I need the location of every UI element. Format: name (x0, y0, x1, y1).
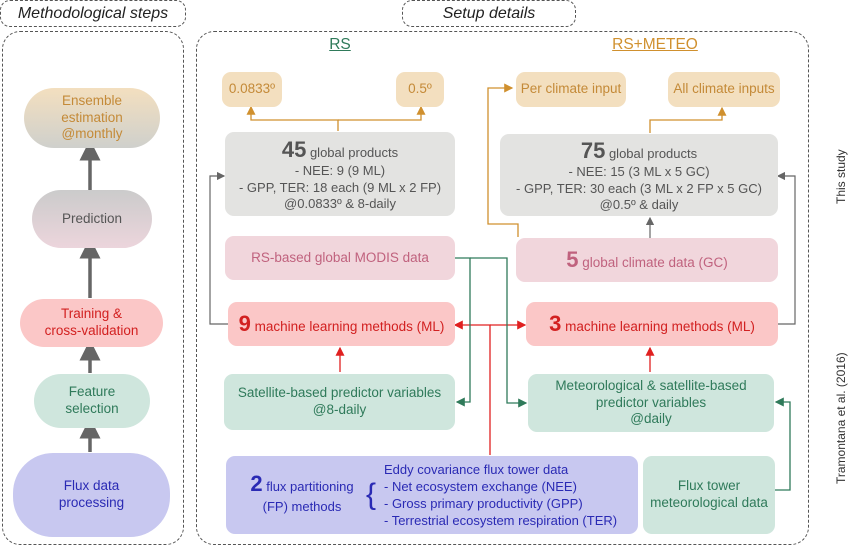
rs-products-line-1: - NEE: 9 (9 ML) (294, 163, 386, 179)
meteo-output-arrows (487, 83, 727, 237)
meteo-products-line-3: @0.5º & daily (599, 196, 679, 212)
feature-line-2: selection (65, 401, 119, 416)
prediction-label: Prediction (61, 210, 123, 226)
rs-column-title: RS (329, 36, 351, 53)
setup-details-header: Setup details (402, 0, 576, 27)
climate-label: global climate data (GC) (578, 255, 728, 271)
flux-met-line-1: Flux tower (677, 478, 741, 494)
rs-predictors-line-2: @8-daily (312, 402, 367, 417)
meteo-predictors-line-1: Meteorological & satellite-based (555, 377, 747, 393)
flux-step-line-1: Flux data (63, 478, 120, 494)
fp-brace: { (366, 478, 377, 511)
per-climate-input-box: Per climate input (516, 72, 626, 107)
meteo-products-heading: 75 global products (581, 137, 697, 165)
flux-met-line-2: meteorological data (650, 495, 768, 510)
training-line-1: Training & (60, 306, 123, 322)
ec-item-ter: - Terrestrial ecosystem respiration (TER… (384, 513, 618, 529)
training-line-2: cross-validation (44, 323, 139, 338)
rs-products-line-2: - GPP, TER: 18 each (9 ML x 2 FP) (238, 179, 442, 195)
meteo-predictors-line-3: @daily (630, 411, 672, 427)
ensemble-line-2: estimation (61, 109, 123, 125)
ec-block: Eddy covariance flux tower data - Net ec… (384, 461, 634, 530)
ensemble-line-3: @monthly (61, 126, 123, 142)
meteo-predictor-variables-box: Meteorological & satellite-based predict… (528, 374, 774, 432)
rs-modis-data-box: RS-based global MODIS data (225, 236, 455, 280)
flux-tower-meteo-box: Flux tower meteorological data (643, 456, 775, 534)
rs-products-label: global products (306, 144, 399, 160)
ensemble-line-1: Ensemble (61, 92, 123, 108)
ec-item-nee: - Net ecosystem exchange (NEE) (384, 479, 577, 495)
rs-ml-count: 9 (238, 311, 251, 337)
rs-products-heading: 45 global products (282, 136, 398, 164)
green-arrows (455, 257, 791, 491)
ml-to-products-arrows (209, 171, 796, 325)
rs-resolution-0083: 0.0833º (222, 72, 282, 107)
meteo-products-count: 75 (580, 137, 606, 163)
all-climate-inputs-label: All climate inputs (673, 81, 775, 97)
ec-title: Eddy covariance flux tower data (384, 462, 569, 477)
methodological-panel (2, 31, 184, 545)
climate-heading: 5 global climate data (GC) (566, 246, 728, 274)
meteo-ml-count: 3 (549, 311, 562, 337)
fp-count: 2 (250, 471, 263, 496)
meteo-ml-heading: 3 machine learning methods (ML) (549, 310, 755, 338)
methodological-steps-header: Methodological steps (0, 0, 186, 27)
feature-line-1: Feature (68, 384, 116, 400)
rs-products-count: 45 (281, 136, 307, 162)
rs-ml-methods-box: 9 machine learning methods (ML) (228, 302, 455, 346)
ec-item-gpp: - Gross primary productivity (GPP) (384, 496, 583, 512)
meteo-products-label: global products (605, 145, 698, 161)
rs-products-line-3: @0.0833º & 8-daily (284, 195, 396, 211)
rs-modis-label: RS-based global MODIS data (251, 249, 429, 265)
step-prediction: Prediction (32, 190, 152, 248)
rs-resolution-05-label: 0.5º (408, 81, 432, 97)
rs-resolution-arrows (246, 105, 426, 131)
all-climate-inputs-box: All climate inputs (668, 72, 780, 107)
step-ensemble-estimation: Ensemble estimation @monthly (24, 88, 160, 148)
meteo-products-line-2: - GPP, TER: 30 each (3 ML x 2 FP x 5 GC) (516, 180, 762, 196)
fp-methods-block: 2 flux partitioning (FP) methods (232, 470, 372, 515)
step-training-cross-validation: Training & cross-validation (20, 299, 163, 347)
step-feature-selection: Feature selection (34, 374, 150, 428)
tramontana-label: Tramontana et al. (2016) (832, 292, 850, 544)
rs-global-products-box: 45 global products - NEE: 9 (9 ML) - GPP… (225, 132, 455, 216)
per-climate-input-label: Per climate input (520, 81, 622, 97)
meteo-predictors-line-2: predictor variables (595, 394, 707, 410)
fp-line-2: (FP) methods (262, 498, 342, 514)
global-climate-data-box: 5 global climate data (GC) (516, 238, 778, 282)
rsmeteo-column-title: RS+METEO (612, 36, 698, 53)
fp-label: flux partitioning (262, 479, 354, 494)
rs-ml-label: machine learning methods (ML) (250, 319, 445, 335)
step-flux-data-processing: Flux data processing (13, 453, 170, 537)
flux-step-line-2: processing (58, 495, 125, 510)
meteo-products-line-1: - NEE: 15 (3 ML x 5 GC) (568, 164, 710, 180)
meteo-ml-label: machine learning methods (ML) (561, 319, 755, 335)
rs-resolution-0083-label: 0.0833º (228, 81, 276, 97)
this-study-label: This study (832, 68, 850, 286)
rs-resolution-05: 0.5º (396, 72, 444, 107)
fp-methods-heading: 2 flux partitioning (232, 470, 372, 499)
rs-predictors-line-1: Satellite-based predictor variables (237, 385, 442, 401)
climate-count: 5 (566, 247, 579, 273)
meteo-global-products-box: 75 global products - NEE: 15 (3 ML x 5 G… (500, 134, 778, 216)
rs-ml-heading: 9 machine learning methods (ML) (239, 310, 445, 338)
flux-tower-data-box: 2 flux partitioning (FP) methods { Eddy … (226, 456, 638, 534)
setup-panel (196, 31, 809, 545)
meteo-ml-methods-box: 3 machine learning methods (ML) (526, 302, 778, 346)
rs-predictor-variables-box: Satellite-based predictor variables @8-d… (224, 374, 455, 430)
